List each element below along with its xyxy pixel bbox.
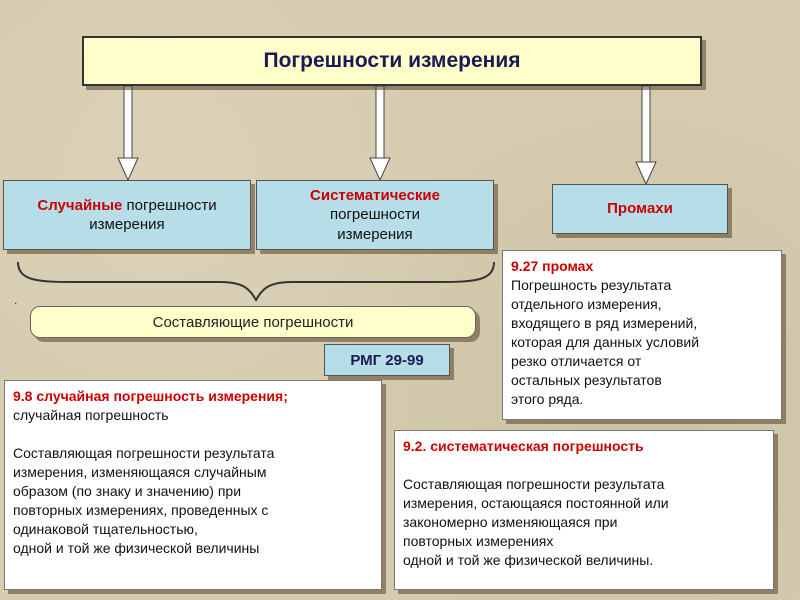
definition-random-error: 9.8 случайная погрешность измерения; слу… <box>4 380 382 590</box>
category-systematic-errors: Систематические погрешности измерения <box>256 180 494 250</box>
definition-systematic-line: повторных измерениях <box>403 533 554 549</box>
definition-systematic-line: измерения, остающаяся постоянной или <box>403 495 669 511</box>
definition-blunder-line: отдельного измерения, <box>511 296 662 312</box>
components-label: Составляющие погрешности <box>152 313 354 331</box>
definition-blunder-line: входящего в ряд измерений, <box>511 315 698 331</box>
diagram-title: Погрешности измерения <box>82 36 702 86</box>
definition-systematic-line: закономерно изменяющаяся при <box>403 514 618 530</box>
definition-systematic-spacer <box>403 456 765 475</box>
category-random-text-1: погрешности <box>122 196 217 214</box>
definition-random-line: измерения, изменяющаяся случайным <box>13 464 267 480</box>
category-systematic-text-3: измерения <box>337 225 413 243</box>
definition-random-line: образом (по знаку и значению) при <box>13 483 242 499</box>
category-random-highlight: Случайные <box>37 196 123 214</box>
definition-random-line: повторных измерениях, проведенных с <box>13 502 269 518</box>
category-random-errors: Случайные погрешности измерения <box>3 180 251 250</box>
arrow-to-blunders <box>635 85 657 186</box>
definition-blunder-line: резко отличается от <box>511 353 642 369</box>
components-label-box: Составляющие погрешности <box>30 306 476 338</box>
arrow-to-systematic <box>369 85 391 182</box>
definition-systematic-heading: 9.2. систематическая погрешность <box>403 438 644 454</box>
definition-systematic-line: Составляющая погрешности результата <box>403 476 665 492</box>
definition-blunder-line: этого ряда. <box>511 391 584 407</box>
definition-blunder-line: которая для данных условий <box>511 334 700 350</box>
definition-random-line: одинаковой тщательностью, <box>13 521 198 537</box>
category-systematic-text-2: погрешности <box>329 206 421 224</box>
definition-random-line: Составляющая погрешности результата <box>13 445 275 461</box>
definition-random-line: одной и той же физической величины <box>13 540 260 556</box>
definition-random-spacer <box>13 425 373 444</box>
definition-blunder: 9.27 промах Погрешность результата отдел… <box>502 250 782 420</box>
bullet-dot: . <box>14 293 18 307</box>
definition-systematic-error: 9.2. систематическая погрешность Составл… <box>394 430 774 590</box>
definition-random-heading: 9.8 случайная погрешность измерения; <box>13 388 288 404</box>
arrow-to-random <box>117 85 139 182</box>
category-blunders-label: Промахи <box>607 200 673 218</box>
definition-blunder-line: Погрешность результата <box>511 277 672 293</box>
category-blunders: Промахи <box>552 184 728 234</box>
category-random-text-2: измерения <box>89 216 165 233</box>
standard-reference-box: РМГ 29-99 <box>324 344 450 376</box>
definition-random-subheading: случайная погрешность <box>13 407 169 423</box>
definition-systematic-line: одной и той же физической величины. <box>403 552 654 568</box>
definition-blunder-heading: 9.27 промах <box>511 258 594 274</box>
standard-reference-label: РМГ 29-99 <box>350 351 424 369</box>
curly-brace <box>17 261 495 302</box>
definition-blunder-line: остальных результатов <box>511 372 662 388</box>
category-systematic-highlight: Систематические <box>310 186 440 204</box>
